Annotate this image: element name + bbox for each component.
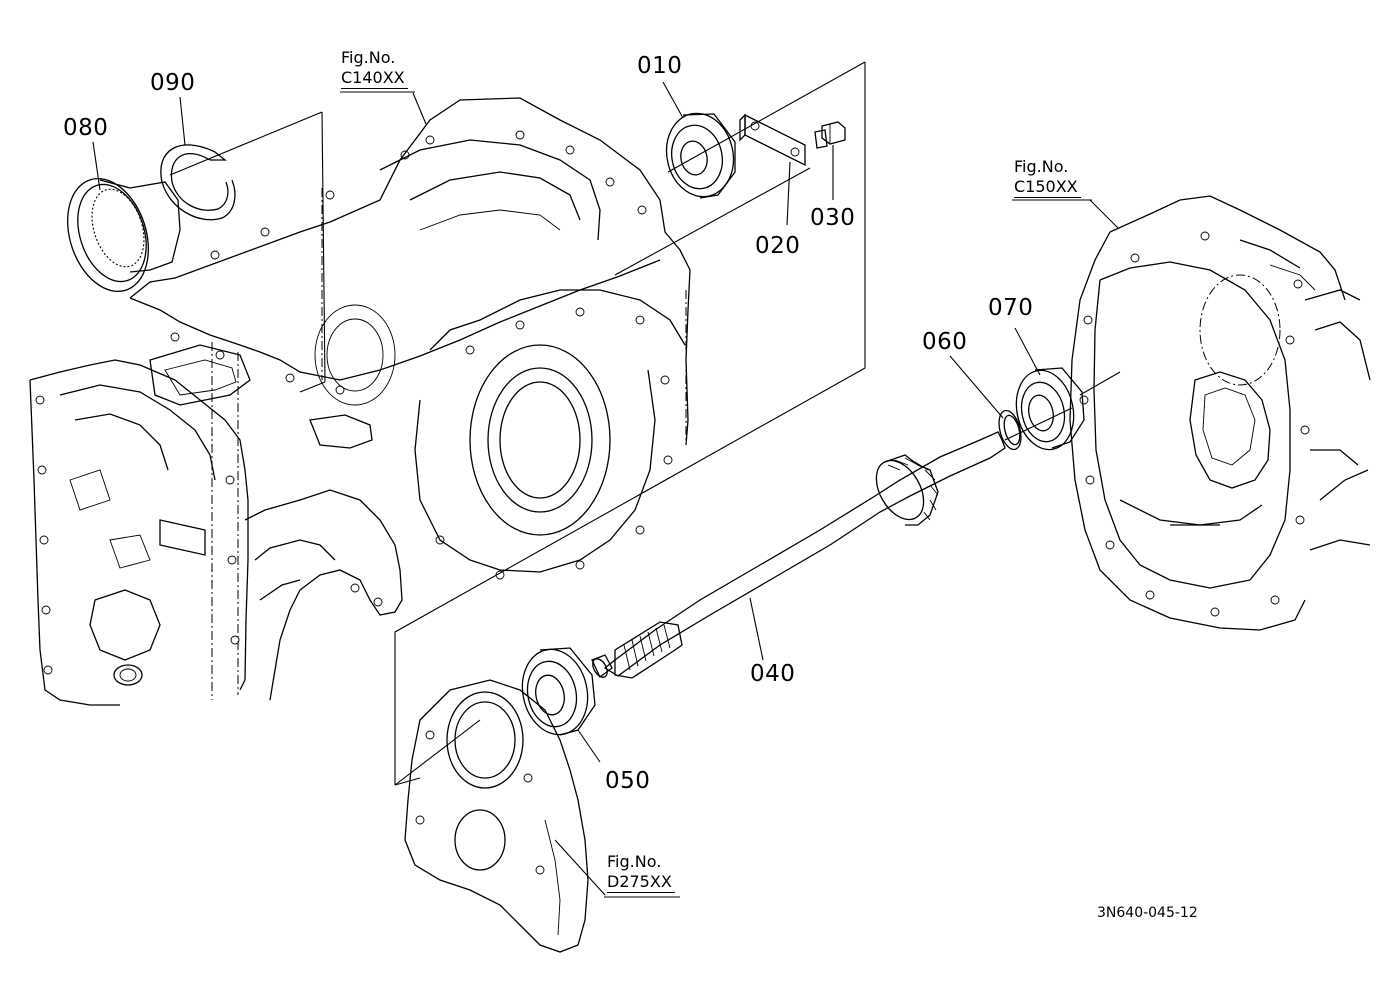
- snap-ring-090-drawing: [160, 144, 236, 221]
- part-label-030[interactable]: 030: [810, 205, 856, 231]
- bearing-010-drawing: [665, 112, 736, 199]
- transmission-case-drawing: [29, 97, 691, 706]
- ring-060-drawing: [998, 409, 1022, 451]
- part-label-090[interactable]: 090: [150, 70, 196, 96]
- part-label-050[interactable]: 050: [605, 768, 651, 794]
- alignment-planes: [169, 61, 1121, 786]
- fig-ref-c140-code: C140XX: [341, 68, 408, 89]
- part-label-080[interactable]: 080: [63, 115, 109, 141]
- bolt-030-drawing: [814, 121, 846, 149]
- rear-housing-drawing: [1069, 195, 1371, 631]
- leader-lines: [92, 81, 1119, 896]
- part-label-020[interactable]: 020: [755, 233, 801, 259]
- fig-ref-c150-label: Fig.No.: [1014, 157, 1069, 176]
- bearing-050-drawing: [521, 647, 596, 736]
- cover-plate-drawing: [404, 679, 589, 953]
- shaft-040-drawing: [591, 431, 1006, 679]
- fig-ref-d275[interactable]: Fig.No. D275XX: [607, 852, 675, 893]
- plate-020-drawing: [739, 113, 806, 167]
- part-label-010[interactable]: 010: [637, 53, 683, 79]
- part-label-070[interactable]: 070: [988, 295, 1034, 321]
- fig-ref-d275-code: D275XX: [607, 872, 675, 893]
- fig-ref-c140[interactable]: Fig.No. C140XX: [341, 48, 408, 89]
- part-label-040[interactable]: 040: [750, 661, 796, 687]
- fig-ref-c150[interactable]: Fig.No. C150XX: [1014, 157, 1081, 198]
- fig-ref-d275-label: Fig.No.: [607, 852, 662, 871]
- bearing-070-drawing: [1015, 367, 1085, 451]
- fig-ref-c140-label: Fig.No.: [341, 48, 396, 67]
- part-label-060[interactable]: 060: [922, 329, 968, 355]
- drawing-number: 3N640-045-12: [1097, 905, 1198, 921]
- gear-080-drawing: [67, 177, 181, 293]
- fig-ref-c150-code: C150XX: [1014, 177, 1081, 198]
